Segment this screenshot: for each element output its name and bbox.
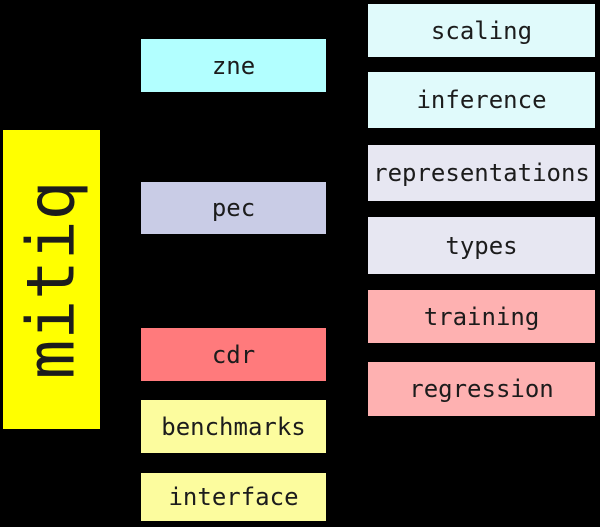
root-label-mitiq: mitiq [12,180,90,379]
submodule-label-inference: inference [416,86,547,114]
submodule-box-inference: inference [366,70,597,130]
submodule-box-representations: representations [366,143,597,203]
module-label-zne: zne [211,51,256,80]
module-box-interface: interface [139,471,328,523]
module-box-benchmarks: benchmarks [139,398,328,455]
submodule-label-regression: regression [409,375,554,403]
submodule-box-types: types [366,215,597,276]
module-label-pec: pec [211,194,256,222]
module-box-cdr: cdr [139,326,328,383]
submodule-label-training: training [423,302,540,331]
module-label-benchmarks: benchmarks [161,412,306,441]
module-label-interface: interface [168,483,299,511]
submodule-label-scaling: scaling [430,16,533,45]
module-label-cdr: cdr [211,340,256,369]
submodule-label-types: types [445,231,518,260]
submodule-box-regression: regression [366,360,597,418]
submodule-box-training: training [366,288,597,345]
module-box-zne: zne [139,37,328,94]
submodule-label-representations: representations [373,159,590,187]
module-box-pec: pec [139,180,328,236]
submodule-box-scaling: scaling [366,2,597,59]
root-box-mitiq: mitiq [1,128,102,431]
